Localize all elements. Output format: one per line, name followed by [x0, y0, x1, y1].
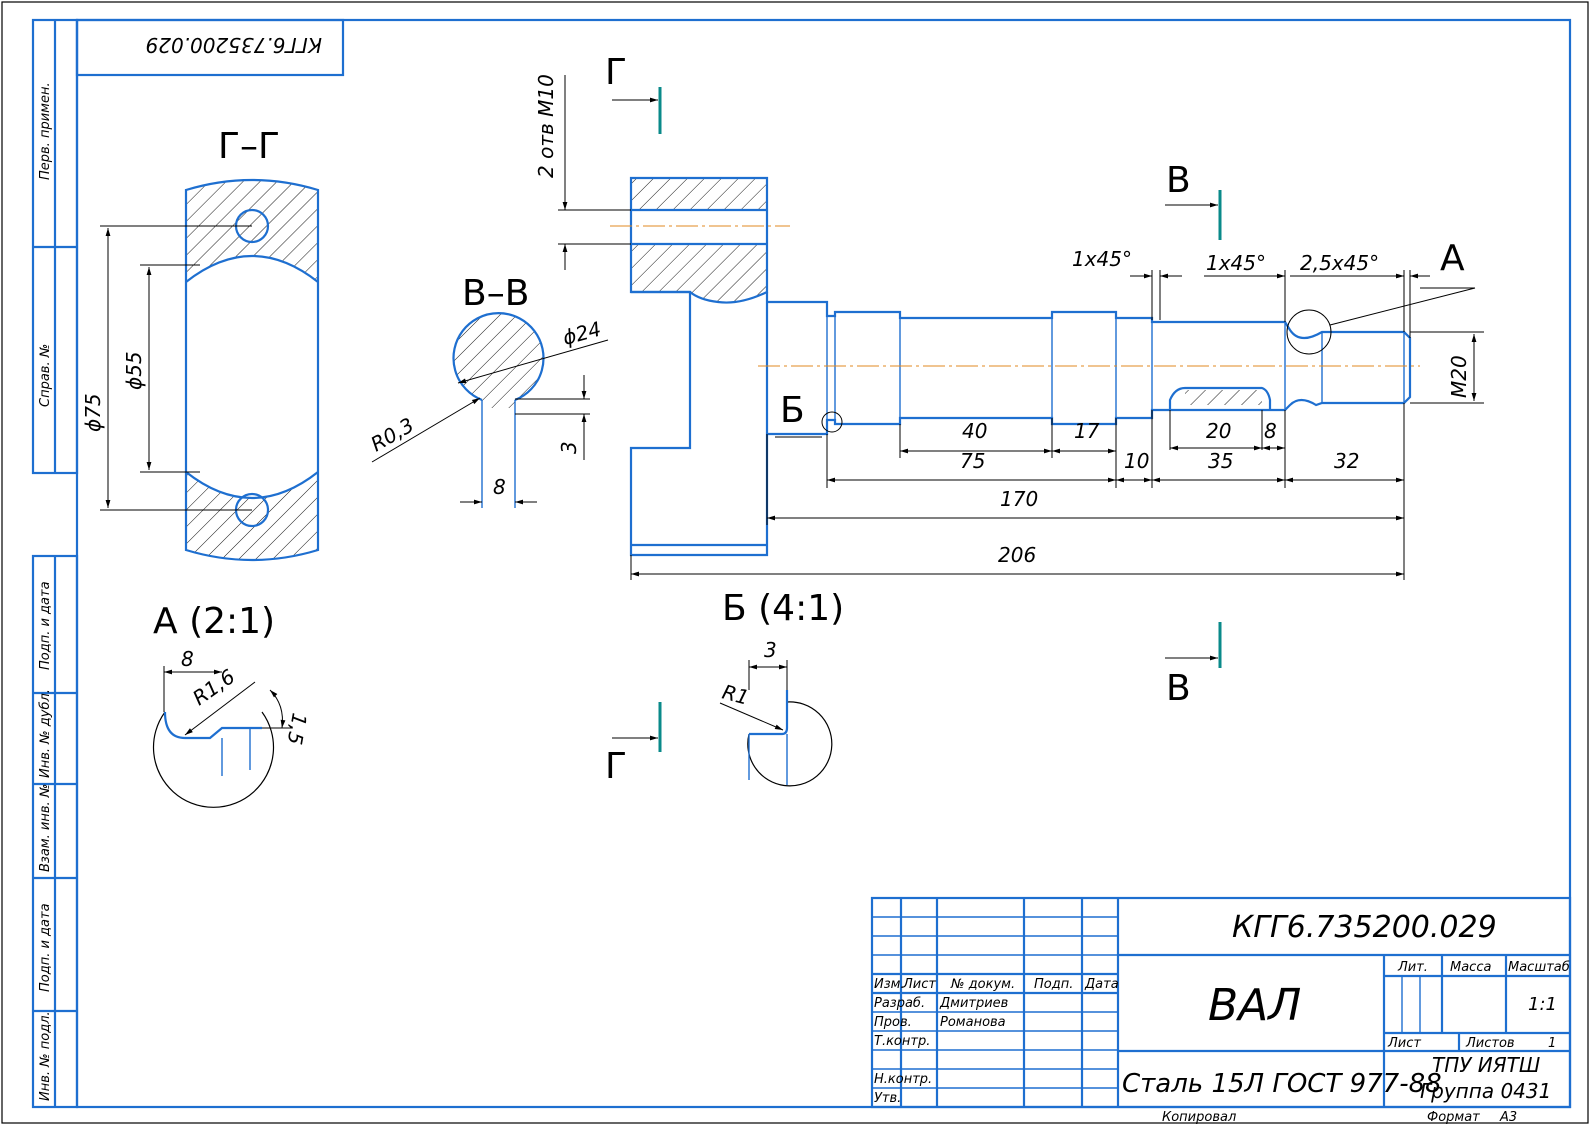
sidebar-podp-data-1: Подп. и дата — [38, 581, 53, 670]
dim-vv-8: 8 — [493, 475, 506, 499]
format-label: Формат — [1427, 1110, 1480, 1125]
masshtab-label: Масштаб — [1508, 960, 1570, 975]
sidebar-inv-dubl: Инв. № дубл. — [38, 689, 53, 778]
mark-v-bottom: В — [1166, 668, 1191, 709]
dim-a-r16: R1,6 — [188, 664, 239, 710]
detail-b-title: Б (4:1) — [722, 588, 844, 629]
dim-chamfer-2: 1x45° — [1206, 251, 1266, 275]
dim-chamfer-3: 2,5x45° — [1300, 251, 1379, 275]
rotated-document-code: КГГ6.735200.029 — [146, 33, 322, 57]
dim-40: 40 — [962, 419, 987, 443]
tkontr-label: Т.контр. — [874, 1034, 930, 1049]
detail-a-title: А (2:1) — [153, 601, 275, 642]
dim-holes-m10: 2 отв М10 — [534, 74, 558, 178]
sidebar-perv-primen: Перв. примен. — [38, 82, 53, 180]
left-sidebar — [31, 18, 79, 1109]
hdr-dokum: № докум. — [950, 977, 1015, 992]
dim-32: 32 — [1334, 449, 1359, 473]
hdr-list: Лист — [902, 977, 936, 992]
hdr-data: Дата — [1084, 977, 1119, 992]
list-label: Лист — [1387, 1036, 1421, 1051]
dim-10: 10 — [1124, 449, 1149, 473]
section-gg-view — [184, 178, 320, 562]
detail-b-view — [719, 660, 833, 787]
section-gg-dimensions — [100, 225, 252, 511]
dim-a-8: 8 — [181, 647, 194, 671]
dim-206: 206 — [998, 543, 1036, 567]
copied-label: Копировал — [1162, 1110, 1236, 1125]
nkontr-label: Н.контр. — [874, 1072, 932, 1087]
sidebar-vzam-inv: Взам. инв. № — [38, 784, 53, 872]
lit-label: Лит. — [1397, 960, 1428, 975]
detail-a-view — [152, 666, 292, 808]
title-organization: ТПУ ИЯТШ — [1432, 1053, 1540, 1077]
hdr-podp: Подп. — [1034, 977, 1073, 992]
dim-8: 8 — [1264, 419, 1277, 443]
razrab-name: Дмитриев — [939, 996, 1008, 1011]
dim-m20: М20 — [1447, 355, 1471, 398]
section-markers — [612, 87, 1476, 752]
dim-20: 20 — [1206, 419, 1231, 443]
section-vv-dimensions — [371, 339, 609, 505]
dim-75: 75 — [960, 449, 985, 473]
massa-label: Масса — [1450, 960, 1491, 975]
section-vv-title: В–В — [462, 273, 529, 314]
prov-name: Романова — [940, 1015, 1006, 1030]
listov-value: 1 — [1548, 1036, 1556, 1051]
dim-chamfer-1: 1x45° — [1072, 247, 1132, 271]
hdr-izm: Изм. — [874, 977, 905, 992]
dim-b-3: 3 — [764, 638, 777, 662]
shaft-main-view — [610, 176, 1420, 557]
listov-label: Листов — [1465, 1036, 1515, 1051]
title-group: Группа 0431 — [1420, 1079, 1551, 1103]
mark-v-top: В — [1166, 160, 1191, 201]
sidebar-podp-data-2: Подп. и дата — [38, 903, 53, 992]
dim-170: 170 — [1000, 487, 1038, 511]
section-gg-title: Г–Г — [218, 126, 280, 167]
masshtab-value: 1:1 — [1528, 994, 1557, 1015]
title-document-code: КГГ6.735200.029 — [1232, 910, 1497, 945]
dim-d24: ϕ24 — [560, 317, 604, 350]
rotated-code-box — [75, 18, 345, 77]
title-block-grid — [870, 896, 1572, 1109]
dim-a-15: 1,5 — [283, 711, 312, 746]
mark-g-bottom: Г — [605, 746, 627, 787]
dim-d75: ϕ75 — [81, 393, 105, 432]
mark-b: Б — [780, 390, 805, 431]
utv-label: Утв. — [874, 1091, 901, 1106]
title-material: Сталь 15Л ГОСТ 977-88 — [1122, 1069, 1442, 1099]
sidebar-sprav-no: Справ. № — [38, 344, 53, 407]
razrab-label: Разраб. — [874, 996, 925, 1011]
mark-a: А — [1440, 238, 1465, 279]
dim-17: 17 — [1074, 419, 1100, 443]
dim-d55: ϕ55 — [122, 351, 146, 390]
section-vv-view — [452, 312, 545, 508]
sidebar-inv-podl: Инв. № подл. — [38, 1011, 53, 1101]
shaft-dimensions — [558, 75, 1484, 580]
mark-g-top: Г — [605, 52, 627, 93]
dim-35: 35 — [1208, 449, 1233, 473]
title-part-name: ВАЛ — [1208, 980, 1301, 1031]
format-value: А3 — [1499, 1110, 1517, 1125]
dim-vv-3: 3 — [557, 441, 581, 454]
prov-label: Пров. — [874, 1015, 912, 1030]
